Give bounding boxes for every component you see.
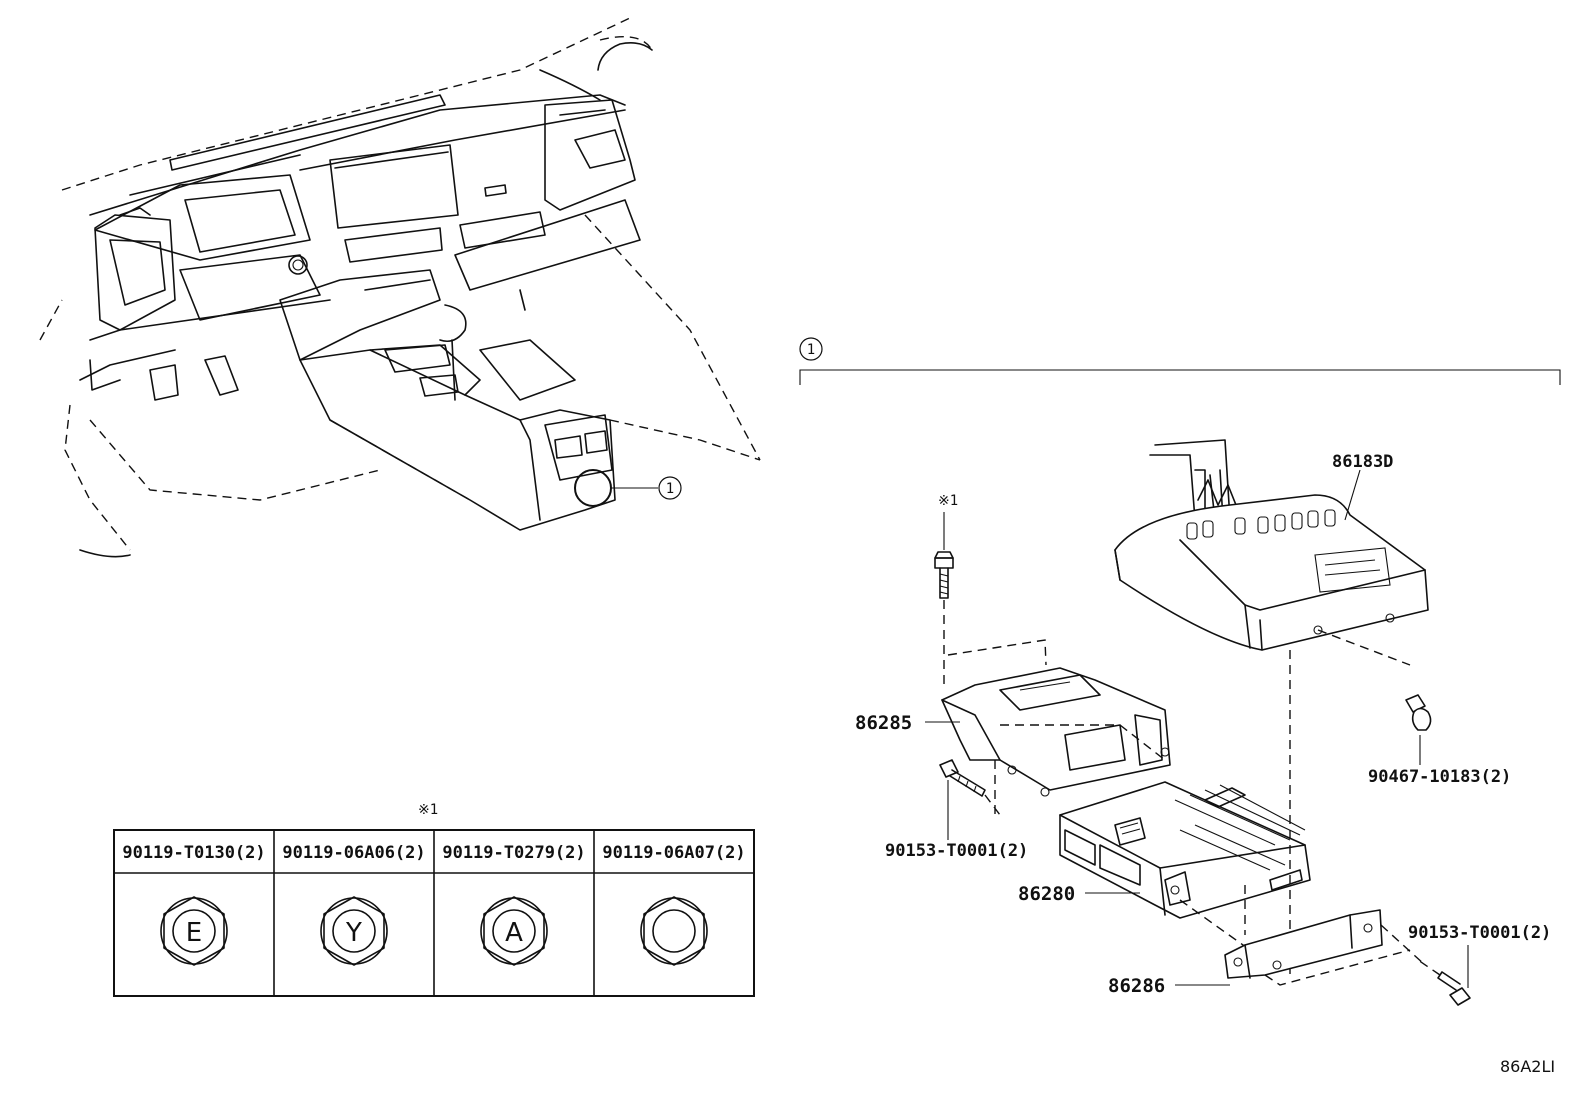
amp-cover-86183d bbox=[1114, 439, 1429, 651]
part-label-86280: 86280 bbox=[1018, 883, 1075, 905]
bolt-head-a-icon bbox=[480, 896, 548, 966]
bolt-head-e-icon bbox=[160, 896, 228, 966]
part-label-86285: 86285 bbox=[855, 712, 912, 734]
dashboard-illustration bbox=[39, 17, 761, 558]
bolt-head-y-icon bbox=[320, 896, 388, 966]
bolt-90153-right-icon bbox=[1417, 945, 1471, 1006]
part-label-90153-left: 90153-T0001(2) bbox=[885, 841, 1028, 861]
bolt-mark-y: Y bbox=[345, 918, 362, 948]
assembly-group-bracket: 1 bbox=[799, 337, 1561, 385]
bolt-mark-a: A bbox=[505, 918, 523, 948]
bolt-table-header-3: 90119-06A07(2) bbox=[602, 843, 745, 863]
bolt-table-header-1: 90119-06A06(2) bbox=[282, 843, 425, 863]
part-label-86183d: 86183D bbox=[1332, 452, 1393, 472]
bolt-table-header-0: 90119-T0130(2) bbox=[122, 843, 265, 863]
part-label-90467: 90467-10183(2) bbox=[1368, 767, 1511, 787]
bracket-86285 bbox=[925, 639, 1171, 797]
asterisk-bolt-label: ※1 bbox=[938, 493, 958, 509]
diagram-code: 86A2LI bbox=[1500, 1057, 1555, 1076]
callout-1-text: 1 bbox=[666, 481, 674, 497]
bolt-asterisk-1-icon bbox=[934, 512, 954, 690]
bolt-90153-left-icon bbox=[939, 759, 1001, 840]
bolt-head-plain-icon bbox=[640, 896, 708, 966]
bolt-table bbox=[113, 829, 755, 997]
part-label-90153-right: 90153-T0001(2) bbox=[1408, 923, 1551, 943]
amplifier-86280 bbox=[1059, 781, 1311, 935]
callout-1-assembly-text: 1 bbox=[807, 342, 815, 358]
part-label-86286: 86286 bbox=[1108, 975, 1165, 997]
bolt-mark-e: E bbox=[186, 918, 202, 948]
amplifier-location-circle bbox=[574, 469, 612, 507]
bolt-table-header-2: 90119-T0279(2) bbox=[442, 843, 585, 863]
callout-1-console: 1 bbox=[658, 476, 682, 500]
bracket-86286 bbox=[1175, 909, 1411, 986]
screw-90467-icon bbox=[1405, 694, 1432, 765]
bolt-table-asterisk: ※1 bbox=[418, 802, 438, 818]
